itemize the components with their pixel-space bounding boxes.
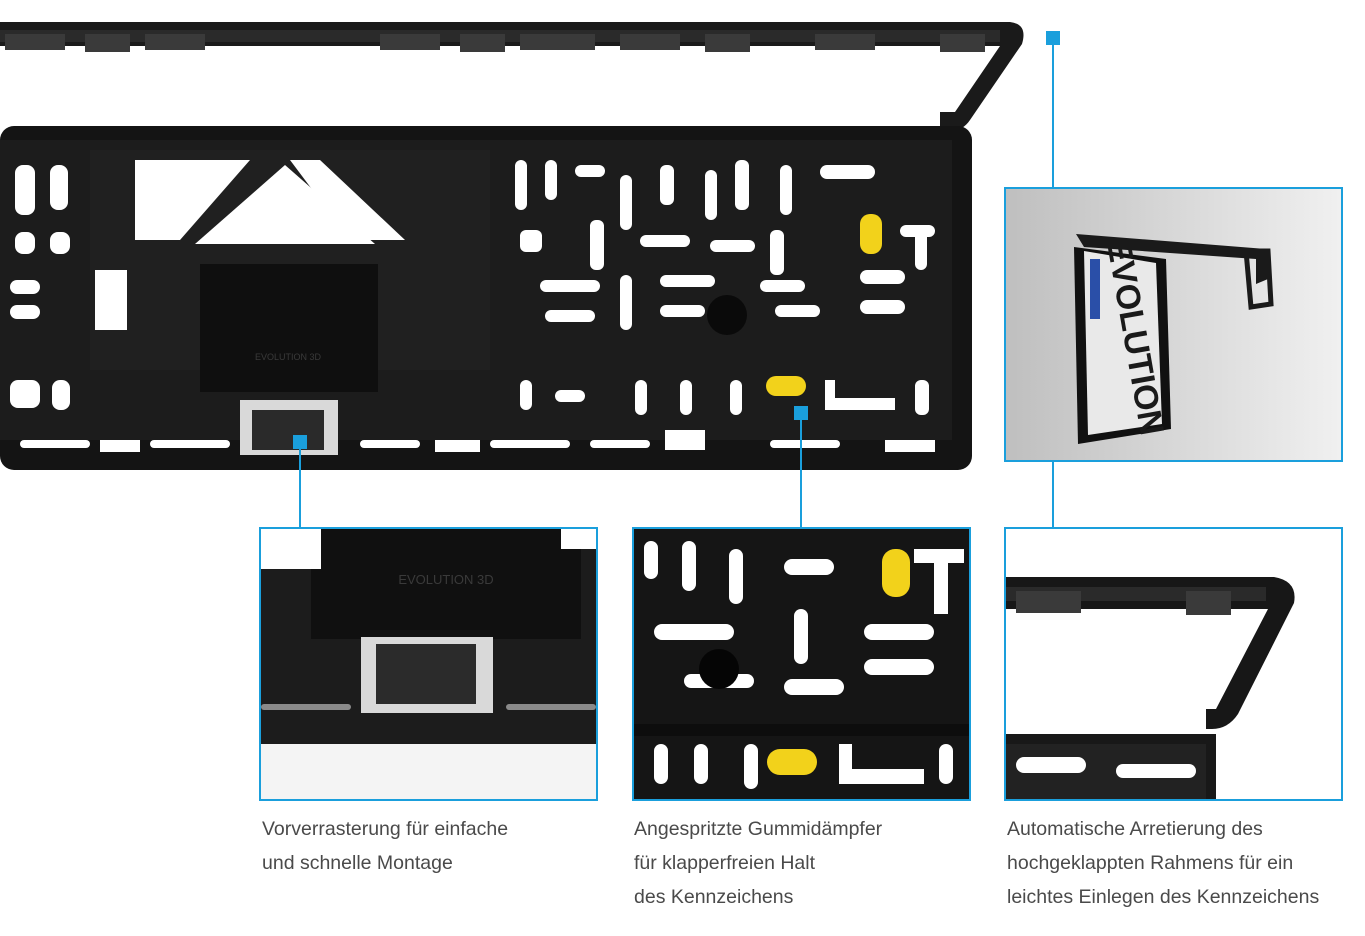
connector-damper	[800, 420, 802, 529]
caption-line: für klapperfreien Halt	[634, 852, 816, 874]
connector-lock-bottom	[1052, 460, 1054, 529]
base-frame	[0, 126, 972, 470]
inset-pre-latching: EVOLUTION 3D	[259, 527, 598, 801]
inset-rubber-damper	[632, 527, 971, 801]
plate-holder-photo: EVOLUTION 3D	[0, 22, 1024, 470]
damper-bottom	[766, 376, 806, 396]
marker-damper	[794, 406, 808, 420]
caption-line: und schnelle Montage	[262, 852, 453, 874]
inset-damper-bottom	[767, 749, 817, 775]
connector-lock-top	[1052, 45, 1054, 189]
caption-line: Angespritzte Gummidämpfer	[634, 818, 883, 840]
caption-rubber-damper: Angespritzte Gummidämpfer für klapperfre…	[634, 812, 994, 914]
caption-auto-lock: Automatische Arretierung des hochgeklapp…	[1007, 812, 1365, 914]
flipped-frame-photo: EVOLUTION	[1004, 187, 1343, 462]
connector-hinge	[299, 449, 301, 529]
caption-line: hochgeklappten Rahmens für ein	[1007, 852, 1294, 874]
main-embossed-text: EVOLUTION 3D	[255, 352, 322, 362]
inset-damper-top	[882, 549, 910, 597]
marker-lock	[1046, 31, 1060, 45]
hinged-frame	[0, 22, 1024, 132]
caption-line: Automatische Arretierung des	[1007, 818, 1263, 840]
marker-hinge	[293, 435, 307, 449]
caption-line: leichtes Einlegen des Kennzeichens	[1007, 886, 1320, 908]
damper-top	[860, 214, 882, 254]
caption-pre-latching: Vorverrasterung für einfache und schnell…	[262, 812, 622, 880]
inset-embossed-text: EVOLUTION 3D	[398, 572, 493, 587]
caption-line: Vorverrasterung für einfache	[262, 818, 509, 840]
inset-auto-lock	[1004, 527, 1343, 801]
caption-line: des Kennzeichens	[634, 886, 794, 908]
